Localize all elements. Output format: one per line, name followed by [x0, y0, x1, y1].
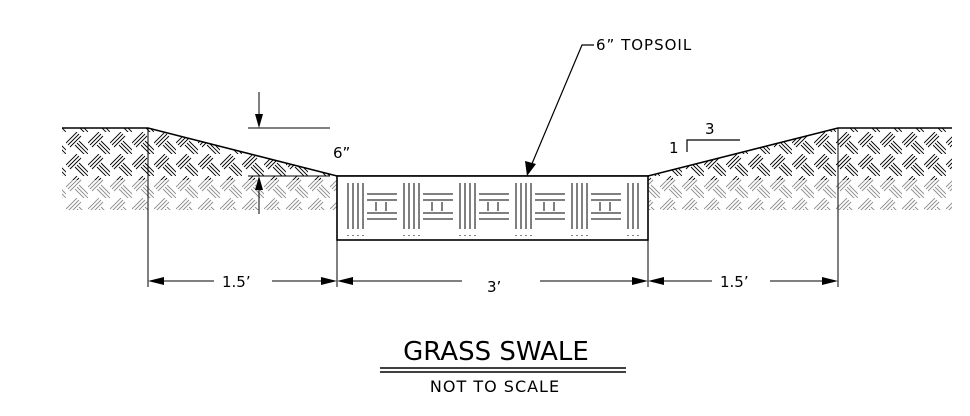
dim-left-arrowhead-l [148, 277, 164, 285]
earth-fade-left [60, 180, 340, 220]
depth-arrowhead-bottom [255, 176, 263, 190]
dim-right-arrowhead-r [822, 277, 838, 285]
topsoil-hatching [345, 180, 640, 236]
dim-bottom-arrowhead-r [632, 277, 648, 285]
topsoil-leader-arrowhead [525, 161, 536, 176]
dim-bottom-label: 3’ [487, 278, 501, 296]
slope-rise-label: 1 [669, 139, 679, 157]
slope-indicator [686, 139, 740, 152]
topsoil-leader-line [530, 44, 594, 167]
slope-run-label: 3 [705, 120, 715, 138]
dim-right-label: 1.5’ [720, 273, 749, 291]
earth-fade-right [645, 180, 957, 220]
dim-bottom-arrowhead-l [337, 277, 353, 285]
dim-right-arrowhead-l [648, 277, 664, 285]
drawing-title: GRASS SWALE [403, 337, 589, 367]
drawing-subtitle: NOT TO SCALE [430, 377, 560, 396]
dim-left-arrowhead-r [321, 277, 337, 285]
depth-arrowhead-top [255, 114, 263, 128]
topsoil-outline [336, 175, 649, 241]
depth-label: 6” [333, 144, 350, 162]
dim-left-label: 1.5’ [222, 273, 251, 291]
topsoil-label: 6” TOPSOIL [596, 36, 692, 54]
